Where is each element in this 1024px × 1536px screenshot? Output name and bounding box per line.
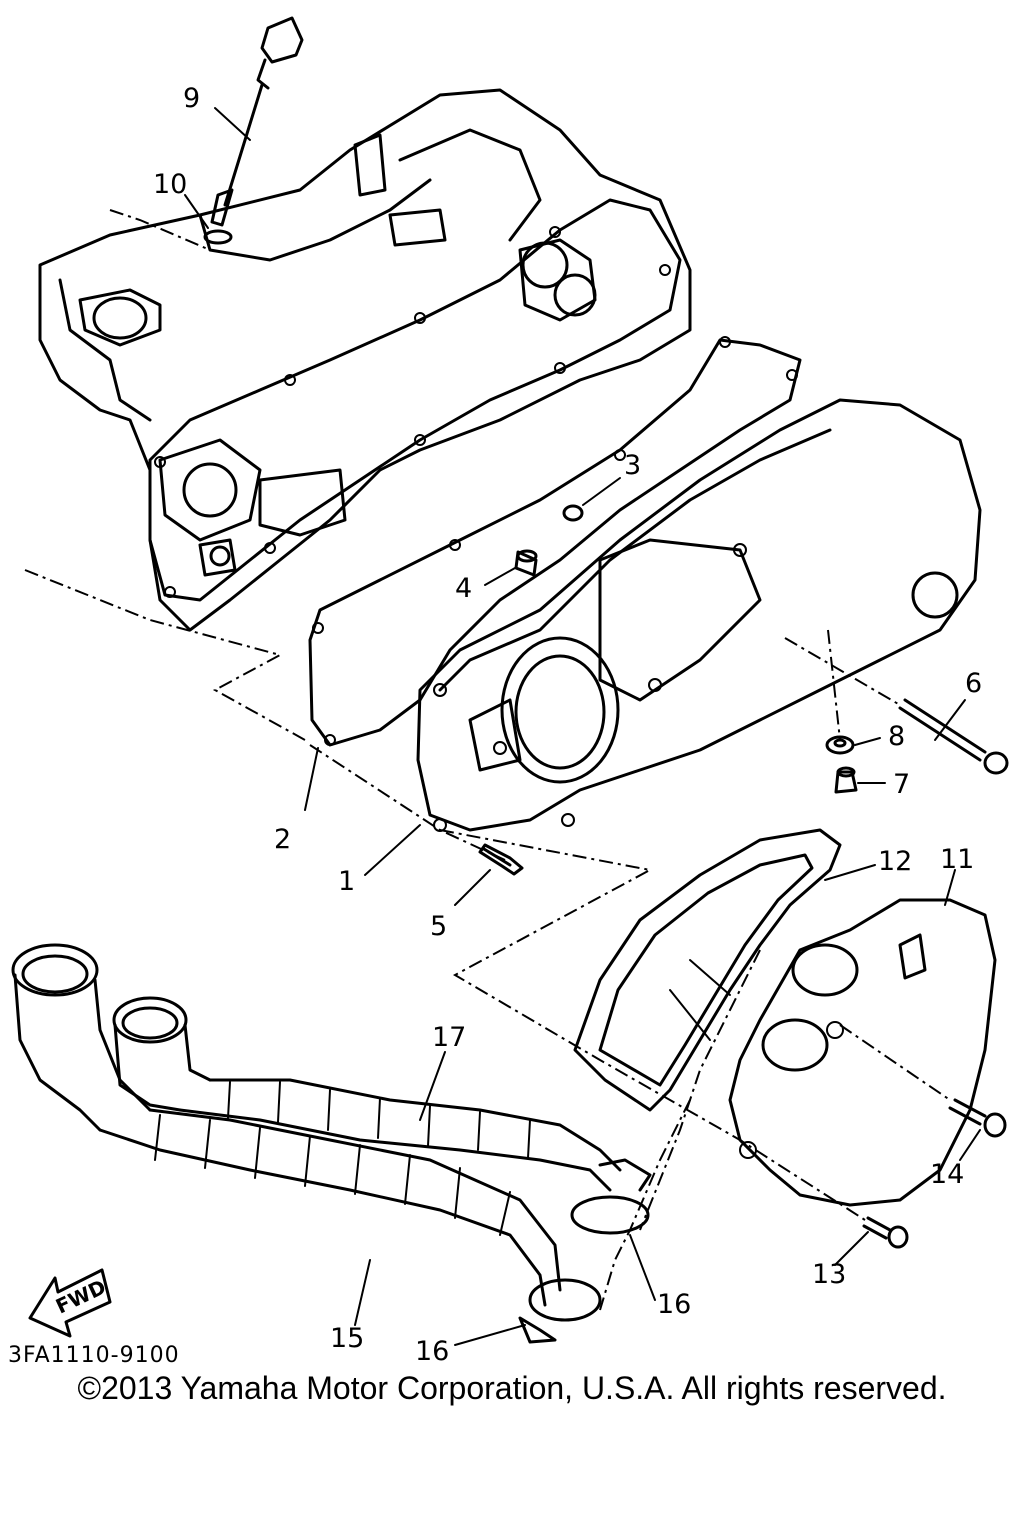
plug-7 <box>834 766 858 794</box>
leader-lines <box>184 107 981 1346</box>
dipstick <box>210 16 304 227</box>
crankcase-gasket <box>148 198 682 602</box>
callout-labels: 9 10 3 4 2 1 5 6 8 7 12 11 17 14 13 16 1… <box>153 83 982 1367</box>
callout-3: 3 <box>624 450 641 481</box>
bolt-13 <box>862 1216 909 1249</box>
bolt-14 <box>948 1098 1007 1138</box>
cover-gasket <box>308 336 802 747</box>
air-duct-cover <box>728 898 997 1207</box>
crankcase-outline <box>38 88 692 632</box>
callout-8: 8 <box>888 721 905 752</box>
callout-6: 6 <box>965 668 982 699</box>
callout-10: 10 <box>153 169 187 200</box>
air-duct-17 <box>112 996 622 1192</box>
diagram-code: 3FA1110-9100 <box>8 1343 180 1368</box>
callout-17: 17 <box>432 1022 466 1053</box>
callout-2: 2 <box>274 824 291 855</box>
callout-16-lower: 16 <box>415 1336 449 1367</box>
callout-1: 1 <box>338 866 355 897</box>
callout-5: 5 <box>430 911 447 942</box>
callout-15: 15 <box>330 1323 364 1354</box>
hose-clamp-lower <box>518 1278 602 1344</box>
callout-13: 13 <box>812 1259 846 1290</box>
o-ring <box>203 229 233 245</box>
bolt-5 <box>478 843 524 876</box>
callout-12: 12 <box>878 846 912 877</box>
callout-4: 4 <box>455 573 472 604</box>
callout-7: 7 <box>893 769 910 800</box>
hose-clamp-upper <box>570 1158 652 1235</box>
duct-gasket <box>573 828 842 1112</box>
callout-9: 9 <box>183 83 200 114</box>
copyright-notice: ©2013 Yamaha Motor Corporation, U.S.A. A… <box>77 1370 947 1406</box>
callout-16-upper: 16 <box>657 1289 691 1320</box>
bolt-6 <box>898 698 1009 775</box>
dowel-pin <box>514 549 538 577</box>
callout-11: 11 <box>940 844 974 875</box>
exploded-parts-diagram: 9 10 3 4 2 1 5 6 8 7 12 11 17 14 13 16 1… <box>8 16 1009 1368</box>
alignment-lines <box>24 209 951 1311</box>
forward-arrow: FWD <box>28 1268 112 1338</box>
callout-14: 14 <box>930 1159 964 1190</box>
crankcase-cover <box>416 398 982 832</box>
washer-3 <box>562 504 584 522</box>
